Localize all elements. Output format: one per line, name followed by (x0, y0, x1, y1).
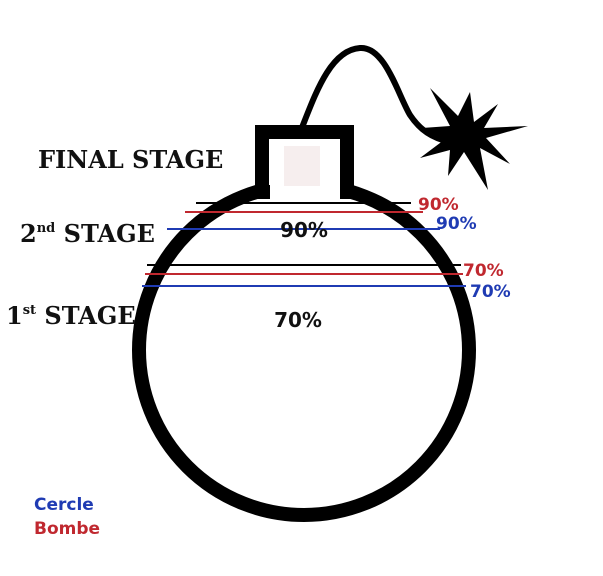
second-stage-label: 2nd STAGE (20, 219, 155, 248)
spark-icon (420, 88, 528, 190)
fuse-icon (298, 45, 453, 145)
inner-lower-percent: 70% (274, 308, 322, 332)
bombe-marker-lower: 70% (463, 261, 504, 281)
inner-upper-percent: 90% (280, 218, 328, 242)
bomb-icon (132, 125, 476, 522)
cercle-marker-upper: 90% (436, 214, 477, 234)
legend-cercle: Cercle (34, 495, 94, 515)
first-stage-label: 1st STAGE (6, 301, 136, 330)
cercle-marker-lower: 70% (470, 282, 511, 302)
final-stage-label: FINAL STAGE (38, 145, 223, 174)
bombe-marker-upper: 90% (418, 195, 459, 215)
legend-bombe: Bombe (34, 519, 100, 539)
